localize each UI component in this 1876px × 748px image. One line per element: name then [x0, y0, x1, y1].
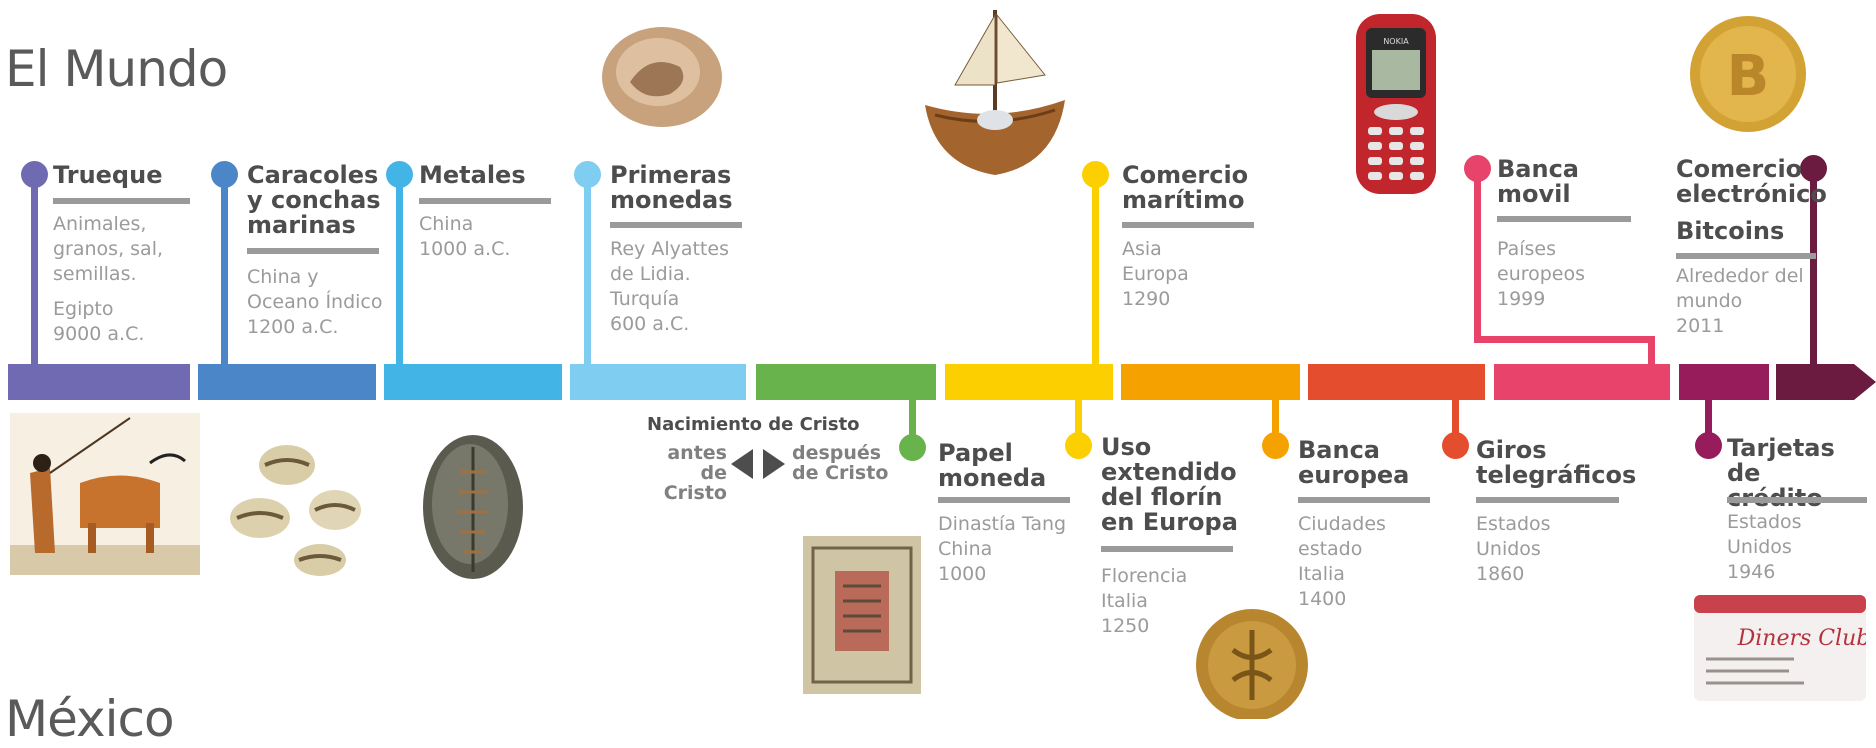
timeline-segment	[1121, 364, 1300, 400]
event-title: Comercio electrónico	[1676, 155, 1827, 208]
event-rule	[1497, 216, 1631, 222]
event-title: Uso extendido del florín en Europa	[1101, 433, 1238, 536]
event-rule	[610, 222, 742, 228]
arrow-right-icon	[763, 449, 785, 479]
timeline-segment	[384, 364, 562, 400]
event-rule	[1101, 546, 1233, 552]
event-stem	[31, 172, 38, 364]
event-dot	[1442, 432, 1469, 459]
event-detail: Dinastía Tang China 1000	[938, 513, 1067, 585]
event-detail: Asia Europa 1290	[1122, 238, 1189, 310]
era-birth-label: Nacimiento de Cristo	[647, 414, 860, 435]
event-stem	[1075, 400, 1082, 444]
event-dot	[1065, 432, 1092, 459]
era-before-label: antes de Cristo	[637, 443, 727, 503]
event-rule	[1122, 222, 1254, 228]
event-title: Primeras monedas	[610, 161, 733, 214]
event-detail-date: Egipto 9000 a.C.	[53, 298, 145, 345]
timeline-segment	[198, 364, 376, 400]
event-rule	[938, 497, 1070, 503]
timeline-segment	[1679, 364, 1769, 400]
timeline-segment	[8, 364, 190, 400]
event-stem	[1272, 400, 1279, 444]
svg-text:Diners Club: Diners Club	[1737, 626, 1866, 651]
event-rule	[1676, 253, 1816, 259]
event-detail: Rey Alyattes de Lidia. Turquía 600 a.C.	[610, 238, 729, 335]
timeline-segment	[570, 364, 746, 400]
event-subtitle: Bitcoins	[1676, 217, 1785, 245]
event-dot	[386, 161, 413, 188]
era-after-label: después de Cristo	[792, 443, 888, 483]
event-detail: Países europeos 1999	[1497, 238, 1586, 310]
event-detail: Florencia Italia 1250	[1101, 565, 1188, 637]
event-rule	[53, 198, 190, 204]
event-title: Metales	[419, 161, 526, 189]
egyptian-farming-image	[10, 413, 200, 575]
timeline-segment	[756, 364, 936, 400]
event-stem	[1452, 400, 1459, 444]
bitcoin-image: B	[1690, 16, 1806, 132]
event-detail: Estados Unidos 1946	[1727, 511, 1802, 583]
event-title: Banca movil	[1497, 155, 1579, 208]
paper-money-image	[803, 536, 921, 694]
cowrie-shells-image	[230, 445, 361, 576]
event-dot	[211, 161, 238, 188]
lydian-coin-image	[602, 27, 722, 127]
timeline-segment	[1494, 364, 1670, 400]
event-detail: Alrededor del mundo 2011	[1676, 265, 1804, 337]
mexico-heading: México	[5, 690, 175, 748]
world-heading: El Mundo	[5, 40, 228, 98]
timeline-segment	[1776, 364, 1854, 400]
event-title: Banca europea	[1298, 436, 1410, 489]
event-stem	[1092, 172, 1099, 364]
svg-text:B: B	[1727, 44, 1770, 109]
mobile-phone-image: NOKIA	[1356, 14, 1436, 194]
event-title: Comercio marítimo	[1122, 161, 1249, 214]
event-dot	[1082, 161, 1109, 188]
event-stem	[1474, 172, 1481, 343]
event-rule	[419, 198, 551, 204]
event-stem	[909, 400, 916, 444]
event-dot	[1262, 432, 1289, 459]
event-stem	[221, 172, 228, 364]
event-dot	[1800, 155, 1827, 182]
event-dot	[1695, 432, 1722, 459]
event-rule	[1476, 497, 1619, 503]
event-title: Giros telegráficos	[1476, 436, 1637, 489]
event-title: Caracoles y conchas marinas	[247, 161, 381, 239]
event-rule	[247, 248, 379, 254]
event-stem	[1705, 400, 1712, 444]
event-rule	[1298, 497, 1430, 503]
event-dot	[1464, 155, 1491, 182]
svg-text:NOKIA: NOKIA	[1383, 37, 1409, 46]
event-detail: China 1000 a.C.	[419, 213, 511, 260]
timeline-segment	[945, 364, 1113, 400]
event-detail: Animales, granos, sal, semillas.	[53, 213, 164, 285]
era-before-line1: antes	[667, 442, 727, 464]
event-stem-drop	[1648, 336, 1655, 364]
event-detail: Ciudades estado Italia 1400	[1298, 513, 1386, 610]
timeline-segment	[1308, 364, 1485, 400]
era-after-line2: de Cristo	[792, 462, 889, 484]
metal-object-image	[423, 435, 523, 579]
ship-image	[925, 10, 1065, 175]
florin-coin-image	[1196, 609, 1308, 719]
event-dot	[899, 434, 926, 461]
event-dot	[574, 161, 601, 188]
event-stem-horizontal	[1474, 336, 1655, 343]
event-stem	[1810, 172, 1817, 364]
event-dot	[21, 161, 48, 188]
era-after-line1: después	[792, 442, 882, 464]
event-detail: Estados Unidos 1860	[1476, 513, 1551, 585]
credit-card-image: Diners Club	[1694, 595, 1866, 701]
event-rule	[1727, 497, 1867, 503]
era-before-line2: de Cristo	[663, 462, 727, 504]
event-stem	[396, 172, 403, 364]
event-title: Papel moneda	[938, 439, 1047, 492]
event-title: Trueque	[53, 161, 163, 189]
arrow-left-icon	[731, 449, 753, 479]
event-detail: China y Oceano Índico 1200 a.C.	[247, 266, 383, 338]
timeline-arrowhead	[1854, 364, 1876, 400]
event-stem	[584, 172, 591, 364]
